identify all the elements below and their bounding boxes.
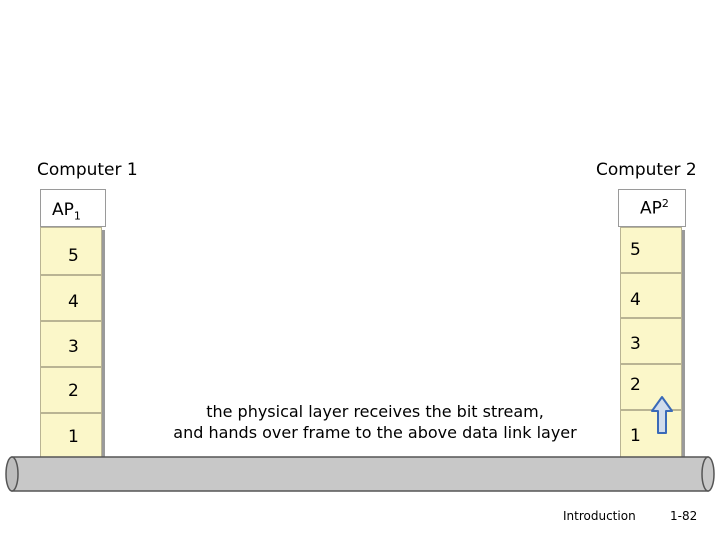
cable-right-end [701,456,715,492]
computer-2-layer-2-label: 2 [630,375,641,395]
physical-link-cable [5,456,715,492]
computer-2-title: Computer 2 [596,160,697,180]
computer-2-layer-5-label: 5 [630,240,641,260]
computer-1-application-label: AP1 [52,200,81,222]
computer-2-application-box [618,189,686,227]
computer-2-ap-text: AP [640,198,662,219]
computer-1-layer-1-label: 1 [68,427,79,447]
computer-1-ap-text: AP [52,200,74,220]
computer-2-layer-4 [620,273,682,318]
up-arrow-shape [651,396,673,434]
computer-1-layer-3 [40,321,102,367]
computer-1-layer-4 [40,275,102,321]
computer-2-layer-5 [620,227,682,273]
caption-line-1: the physical layer receives the bit stre… [206,402,544,421]
computer-2-application-label: AP2 [640,197,669,219]
computer-1-application-box [40,189,106,227]
computer-2-ap-superscript: 2 [661,197,669,210]
computer-2-layer-3 [620,318,682,364]
up-arrow-icon [651,396,673,434]
caption: the physical layer receives the bit stre… [140,401,610,443]
cable-body [11,456,709,492]
cable-left-end [5,456,19,492]
footer-page-number: 1-82 [670,509,698,523]
computer-1-layer-5 [40,227,102,275]
computer-1-layer-3-label: 3 [68,337,79,357]
computer-1-ap-subscript: 1 [73,209,81,223]
computer-2-layer-2 [620,364,682,410]
computer-2-layer-4-label: 4 [630,290,641,310]
computer-1-layer-2-label: 2 [68,381,79,401]
computer-1-layer-1 [40,413,102,459]
computer-1-layer-2 [40,367,102,413]
computer-1-layer-4-label: 4 [68,292,79,312]
computer-2-layer-3-label: 3 [630,334,641,354]
computer-1-title: Computer 1 [37,160,138,180]
computer-1-layer-5-label: 5 [68,246,79,266]
caption-line-2: and hands over frame to the above data l… [173,423,577,442]
computer-2-layer-1 [620,410,682,458]
footer-section: Introduction [563,509,636,523]
computer-2-layer-1-label: 1 [630,426,641,446]
